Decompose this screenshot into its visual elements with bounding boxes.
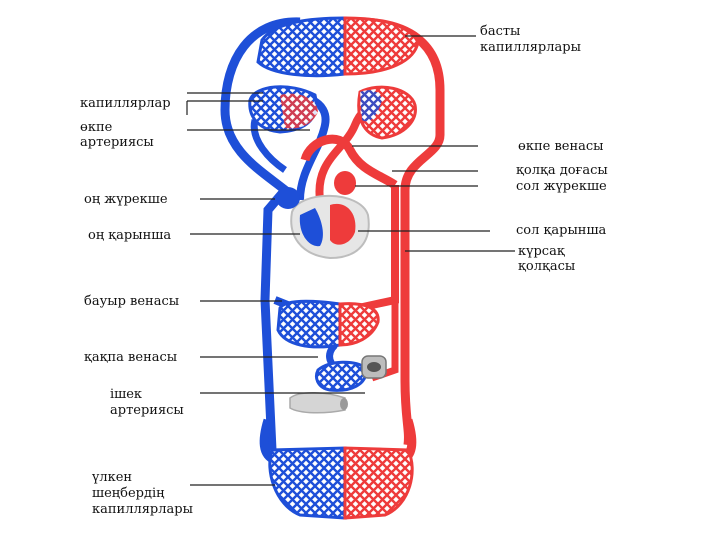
label-head-capillaries-line2: капиллярлары — [480, 40, 581, 55]
label-systemic-capillaries-line3: капиллярлары — [92, 502, 193, 517]
label-pulmonary-artery-line2: артериясы — [80, 135, 154, 150]
liver-capillary-net — [278, 301, 378, 347]
systemic-capillary-net — [270, 448, 412, 518]
label-right-ventricle: оң қарынша — [88, 228, 171, 243]
label-dorsal-aorta-line2: қолқасы — [518, 259, 575, 274]
leader-lines — [187, 36, 515, 485]
label-head-capillaries-line1: басты — [480, 24, 520, 39]
label-pulmonary-artery-line1: өкпе — [80, 120, 113, 135]
label-intestinal-artery-line1: ішек — [110, 387, 142, 402]
intestine — [290, 356, 386, 413]
left-atrium-shape — [334, 171, 356, 195]
head-capillary-net — [258, 18, 418, 76]
label-pulmonary-vein: өкпе венасы — [518, 139, 604, 154]
label-intestinal-artery-line2: артериясы — [110, 403, 184, 418]
labels: басты капиллярлары капиллярлар өкпе арте… — [80, 24, 608, 517]
label-lung-capillaries: капиллярлар — [80, 96, 171, 111]
label-hepatic-vein: бауыр венасы — [84, 294, 179, 309]
label-dorsal-aorta-line1: күрсақ — [518, 244, 566, 259]
label-systemic-capillaries-line1: үлкен — [91, 470, 132, 485]
label-portal-vein: қақпа венасы — [84, 350, 177, 365]
right-atrium-shape — [276, 187, 300, 209]
label-aortic-arch: қолқа доғасы — [516, 163, 608, 178]
label-left-ventricle: сол қарынша — [516, 223, 607, 238]
label-systemic-capillaries-line2: шеңбердің — [92, 486, 164, 501]
label-left-atrium: сол жүрекше — [516, 179, 607, 194]
label-right-atrium: оң жүрекше — [84, 192, 168, 207]
